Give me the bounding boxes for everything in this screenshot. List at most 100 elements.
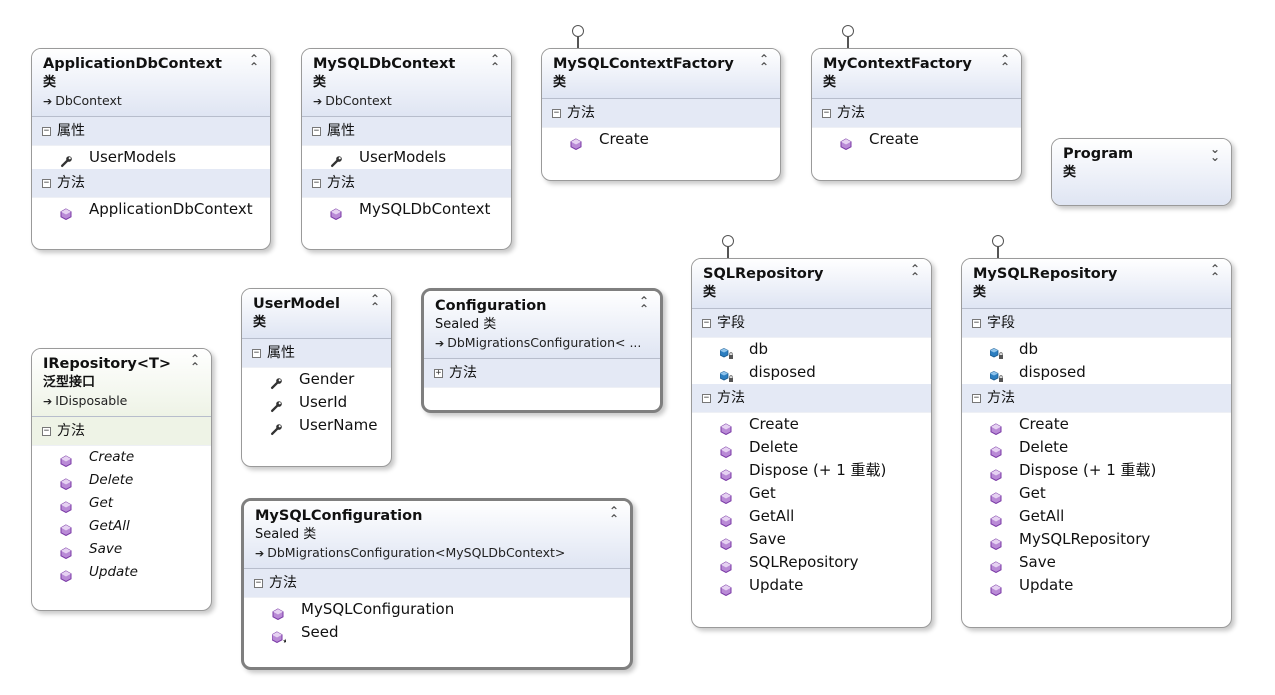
collapse-chevron-icon[interactable]: ⌃⌃ xyxy=(1209,262,1221,284)
member-row[interactable]: UserModels xyxy=(302,146,511,169)
member-row[interactable]: Create xyxy=(542,128,780,151)
member-row[interactable]: GetAll xyxy=(692,505,931,528)
section-header[interactable]: −属性 xyxy=(242,339,391,368)
section-header[interactable]: −属性 xyxy=(302,117,511,146)
member-row[interactable]: Save xyxy=(692,528,931,551)
section-header[interactable]: −属性 xyxy=(32,117,270,146)
member-row[interactable]: Create xyxy=(32,446,211,469)
member-row[interactable]: Delete xyxy=(692,436,931,459)
member-row[interactable]: disposed xyxy=(962,361,1231,384)
member-row[interactable]: db xyxy=(962,338,1231,361)
member-row[interactable]: UserId xyxy=(242,391,391,414)
class-header[interactable]: IRepository<T>泛型接口➔IDisposable⌃⌃ xyxy=(32,349,211,417)
member-row[interactable]: db xyxy=(692,338,931,361)
collapse-minus-icon[interactable]: − xyxy=(312,126,321,136)
section-header[interactable]: −方法 xyxy=(244,569,630,598)
member-row[interactable]: SQLRepository xyxy=(692,551,931,574)
member-row[interactable]: Get xyxy=(962,482,1231,505)
member-row[interactable]: MySQLConfiguration xyxy=(244,598,630,621)
section-header[interactable]: −字段 xyxy=(692,309,931,338)
member-row[interactable]: GetAll xyxy=(962,505,1231,528)
member-row[interactable]: Update xyxy=(962,574,1231,597)
section-header[interactable]: −方法 xyxy=(32,417,211,446)
section-header[interactable]: −方法 xyxy=(32,169,270,198)
member-row[interactable]: Save xyxy=(32,538,211,561)
collapse-chevron-icon[interactable]: ⌃⌃ xyxy=(489,52,501,74)
collapse-chevron-icon[interactable]: ⌃⌃ xyxy=(909,262,921,284)
interface-lollipop-icon[interactable] xyxy=(992,235,1004,247)
section-header[interactable]: −方法 xyxy=(542,99,780,128)
member-row[interactable]: Create xyxy=(812,128,1021,151)
interface-lollipop-icon[interactable] xyxy=(572,25,584,37)
section-header[interactable]: −方法 xyxy=(812,99,1021,128)
interface-lollipop-icon[interactable] xyxy=(842,25,854,37)
member-row[interactable]: Delete xyxy=(962,436,1231,459)
member-row[interactable]: MySQLRepository xyxy=(962,528,1231,551)
collapse-minus-icon[interactable]: − xyxy=(972,318,981,328)
collapse-minus-icon[interactable]: − xyxy=(822,108,831,118)
expand-chevron-icon[interactable]: ⌄⌄ xyxy=(1209,142,1221,164)
collapse-chevron-icon[interactable]: ⌃⌃ xyxy=(608,504,620,526)
section-header[interactable]: −字段 xyxy=(962,309,1231,338)
member-row[interactable]: Delete xyxy=(32,469,211,492)
member-row[interactable]: GetAll xyxy=(32,515,211,538)
member-row[interactable]: Gender xyxy=(242,368,391,391)
collapse-minus-icon[interactable]: − xyxy=(42,426,51,436)
section-header[interactable]: −方法 xyxy=(962,384,1231,413)
collapse-chevron-icon[interactable]: ⌃⌃ xyxy=(999,52,1011,74)
member-row[interactable]: Create xyxy=(962,413,1231,436)
collapse-chevron-icon[interactable]: ⌃⌃ xyxy=(189,352,201,374)
collapse-chevron-icon[interactable]: ⌃⌃ xyxy=(248,52,260,74)
member-row[interactable]: Get xyxy=(32,492,211,515)
section-header[interactable]: −方法 xyxy=(692,384,931,413)
member-row[interactable]: Dispose (+ 1 重载) xyxy=(962,459,1231,482)
member-row[interactable]: MySQLDbContext xyxy=(302,198,511,221)
member-row[interactable]: Update xyxy=(692,574,931,597)
section-header[interactable]: +方法 xyxy=(424,359,660,388)
interface-lollipop-icon[interactable] xyxy=(722,235,734,247)
member-row[interactable]: UserModels xyxy=(32,146,270,169)
member-row[interactable]: Get xyxy=(692,482,931,505)
collapse-minus-icon[interactable]: − xyxy=(42,178,51,188)
member-row[interactable]: Create xyxy=(692,413,931,436)
collapse-minus-icon[interactable]: − xyxy=(42,126,51,136)
collapse-chevron-icon[interactable]: ⌃⌃ xyxy=(369,292,381,314)
member-row[interactable]: Update xyxy=(32,561,211,584)
collapse-chevron-icon[interactable]: ⌃⌃ xyxy=(638,294,650,316)
collapse-minus-icon[interactable]: − xyxy=(312,178,321,188)
expand-plus-icon[interactable]: + xyxy=(434,368,443,378)
member-row[interactable]: disposed xyxy=(692,361,931,384)
member-row[interactable]: ★Seed xyxy=(244,621,630,645)
collapse-minus-icon[interactable]: − xyxy=(702,318,711,328)
collapse-minus-icon[interactable]: − xyxy=(254,578,263,588)
member-row[interactable]: Save xyxy=(962,551,1231,574)
member-row[interactable]: ApplicationDbContext xyxy=(32,198,270,221)
member-row[interactable]: UserName xyxy=(242,414,391,437)
member-row[interactable]: Dispose (+ 1 重载) xyxy=(692,459,931,482)
collapse-minus-icon[interactable]: − xyxy=(972,393,981,403)
section-header[interactable]: −方法 xyxy=(302,169,511,198)
collapse-chevron-icon[interactable]: ⌃⌃ xyxy=(758,52,770,74)
collapse-minus-icon[interactable]: − xyxy=(252,348,261,358)
collapse-minus-icon[interactable]: − xyxy=(702,393,711,403)
